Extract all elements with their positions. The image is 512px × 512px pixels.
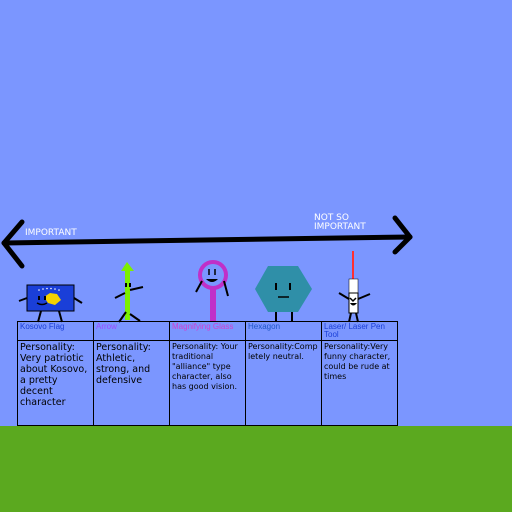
name-cell-hexagon: Hexagon	[245, 321, 322, 341]
character-table: Kosovo Flag Arrow Magnifying Glass Hexag…	[17, 321, 398, 426]
not-so-important-label: NOT SO IMPORTANT	[314, 213, 366, 232]
personality-cell-arrow: Personality: Athletic, strong, and defen…	[93, 340, 170, 426]
personality-cell-hexagon: Personality:Comp letely neutral.	[245, 340, 322, 426]
important-label: IMPORTANT	[25, 228, 77, 238]
magnifying-glass-character-icon	[195, 260, 229, 321]
personality-cell-magnifying-glass: Personality: Your traditional "alliance"…	[169, 340, 246, 426]
personality-cell-laser-pen: Personality:Very funny character, could …	[321, 340, 398, 426]
laser-pen-character-icon	[338, 251, 371, 323]
name-row: Kosovo Flag Arrow Magnifying Glass Hexag…	[17, 321, 398, 341]
kosovo-flag-character-icon	[18, 284, 83, 323]
name-cell-laser-pen: Laser/ Laser Pen Tool	[321, 321, 398, 341]
grass-ground	[0, 426, 512, 512]
double-arrow-icon	[1, 215, 413, 269]
hexagon-character-icon	[255, 266, 312, 322]
name-cell-kosovo-flag: Kosovo Flag	[17, 321, 94, 341]
personality-cell-kosovo-flag: Personality: Very patriotic about Kosovo…	[17, 340, 94, 426]
arrow-character-icon	[114, 262, 144, 323]
name-cell-arrow: Arrow	[93, 321, 170, 341]
name-cell-magnifying-glass: Magnifying Glass	[169, 321, 246, 341]
personality-row: Personality: Very patriotic about Kosovo…	[17, 340, 398, 426]
